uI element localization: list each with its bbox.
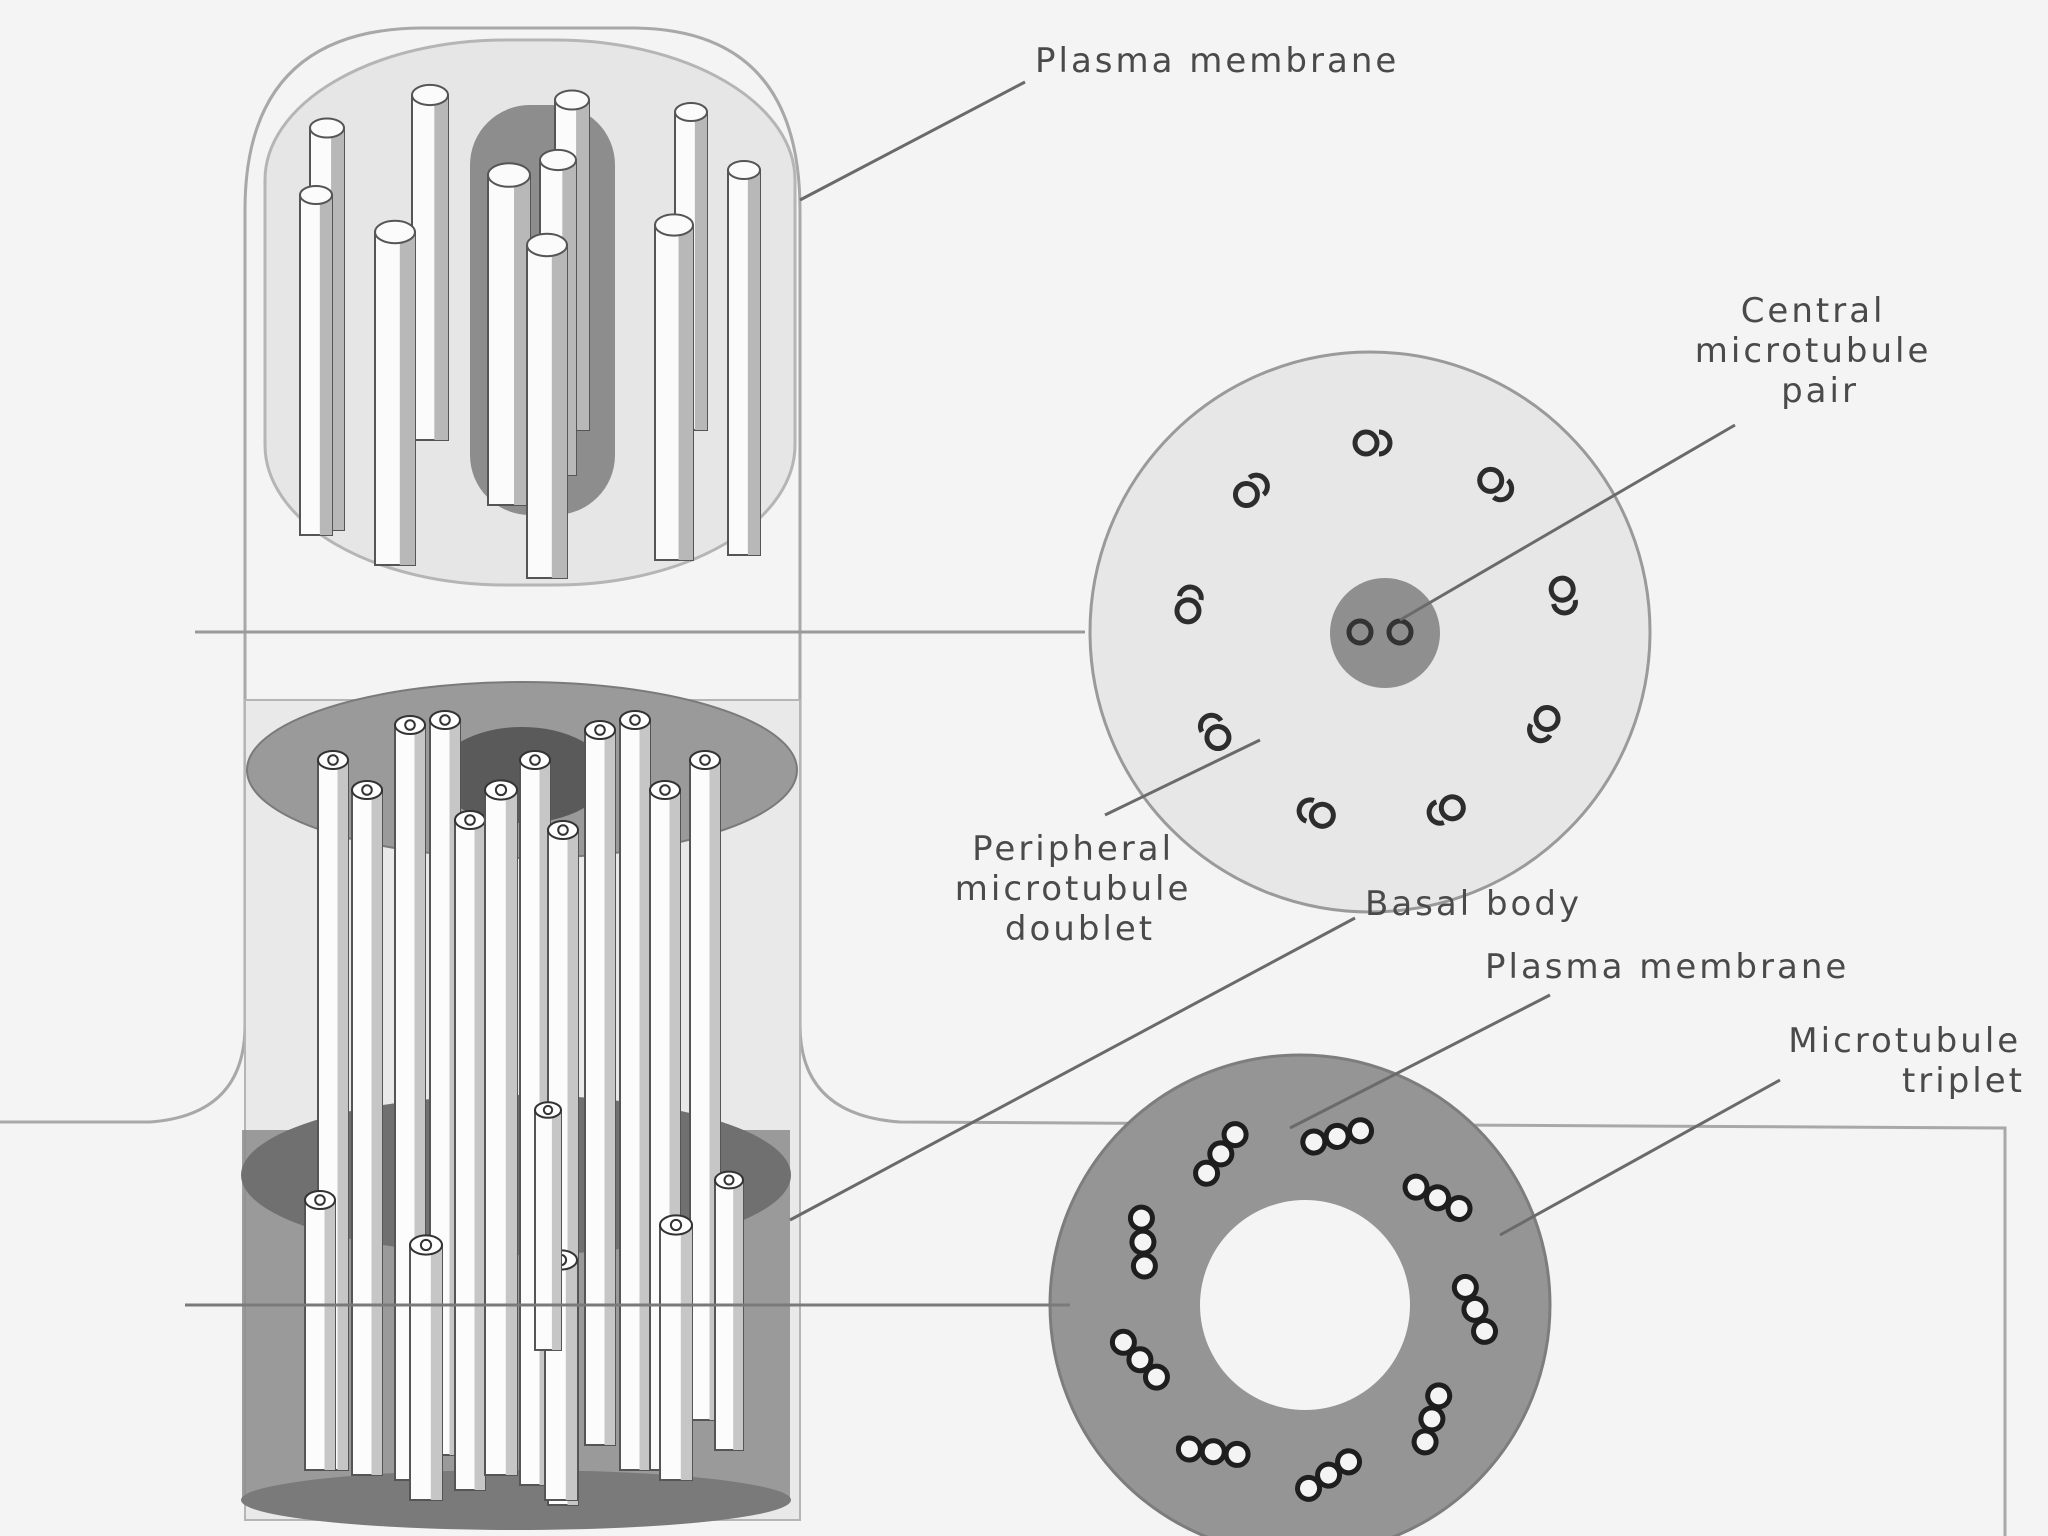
peripheral-doublet bbox=[1527, 704, 1561, 744]
label-central-pair-line1: Central bbox=[1741, 291, 1886, 331]
axoneme-segment bbox=[263, 38, 797, 587]
axoneme-tube bbox=[411, 83, 449, 441]
basal-body-tube bbox=[454, 810, 486, 1491]
basal-body-tube bbox=[351, 780, 383, 1476]
label-basal-body: Basal body bbox=[1365, 884, 1582, 924]
microtubule-triplet bbox=[1175, 1435, 1251, 1468]
microtubule-triplet bbox=[1295, 1448, 1363, 1502]
label-central-pair-line2: microtubule bbox=[1695, 331, 1932, 371]
leader-plasma-membrane-bottom bbox=[1289, 993, 1551, 1130]
leader-basal-body bbox=[789, 916, 1356, 1222]
label-central-pair-line3: pair bbox=[1781, 371, 1859, 411]
basal-body-tube bbox=[409, 1234, 443, 1501]
microtubule-triplet bbox=[1109, 1328, 1170, 1391]
microtubule-triplet bbox=[1402, 1173, 1473, 1223]
basal-body-tube bbox=[619, 710, 651, 1471]
microtubule-triplet bbox=[1127, 1204, 1158, 1280]
label-peripheral-doublet-line3: doublet bbox=[1005, 909, 1155, 949]
label-peripheral-doublet-line1: Peripheral bbox=[972, 829, 1174, 869]
basal-body-microtubules bbox=[304, 710, 744, 1506]
leader-central-pair bbox=[1399, 423, 1736, 622]
peripheral-doublet bbox=[1232, 472, 1270, 509]
microtubule-triplet bbox=[1300, 1117, 1375, 1156]
axoneme-tube bbox=[299, 185, 333, 536]
label-peripheral-doublet-line2: microtubule bbox=[955, 869, 1192, 909]
leader-peripheral-doublet bbox=[1104, 738, 1261, 817]
peripheral-doublet bbox=[1352, 429, 1393, 457]
axoneme-tube bbox=[654, 213, 694, 561]
label-plasma-membrane-bottom: Plasma membrane bbox=[1485, 947, 1849, 987]
basal-body-cylinder bbox=[241, 681, 801, 1530]
axoneme-tube bbox=[487, 162, 531, 506]
microtubule-triplet bbox=[1451, 1273, 1499, 1345]
axoneme-microtubules bbox=[299, 83, 761, 579]
peripheral-doublets bbox=[1174, 429, 1578, 829]
basal-body-tube bbox=[304, 1190, 336, 1471]
leader-plasma-membrane-top bbox=[799, 80, 1026, 202]
microtubule-triplet bbox=[1193, 1121, 1249, 1187]
basal-body-cross-section bbox=[1048, 1053, 1552, 1536]
axoneme-cross-section bbox=[1088, 350, 1652, 914]
label-triplet-line1: Microtubule bbox=[1788, 1021, 2021, 1061]
basal-body-tube bbox=[484, 779, 518, 1476]
axoneme-tube bbox=[727, 160, 761, 556]
label-plasma-membrane-top: Plasma membrane bbox=[1035, 41, 1399, 81]
peripheral-doublet bbox=[1197, 712, 1232, 752]
peripheral-doublet bbox=[1426, 794, 1466, 826]
leader-lines bbox=[789, 80, 1781, 1237]
basal-body-tube bbox=[534, 1101, 562, 1351]
axoneme-tube bbox=[526, 232, 568, 579]
leader-triplet bbox=[1499, 1078, 1781, 1237]
label-peripheral-doublet: Peripheral microtubule doublet bbox=[955, 829, 1205, 949]
microtubule-triplet bbox=[1411, 1382, 1453, 1456]
basal-body-tube bbox=[584, 720, 616, 1446]
basal-body-tube bbox=[714, 1170, 744, 1451]
peripheral-doublet bbox=[1548, 575, 1578, 616]
basal-body-tube bbox=[659, 1214, 693, 1481]
label-triplet-line2: triplet bbox=[1902, 1061, 2025, 1101]
microtubule-triplets bbox=[1109, 1117, 1499, 1502]
peripheral-doublet bbox=[1296, 797, 1336, 829]
peripheral-doublet bbox=[1174, 584, 1204, 625]
axoneme-tube bbox=[374, 219, 416, 566]
label-triplet: Microtubule triplet bbox=[1788, 1021, 2035, 1101]
label-central-pair: Central microtubule pair bbox=[1695, 291, 1945, 411]
central-microtubule-right bbox=[1386, 618, 1414, 646]
central-microtubule-left bbox=[1346, 618, 1374, 646]
peripheral-doublet bbox=[1477, 466, 1515, 503]
cilium-membrane-outline bbox=[0, 26, 2007, 1536]
